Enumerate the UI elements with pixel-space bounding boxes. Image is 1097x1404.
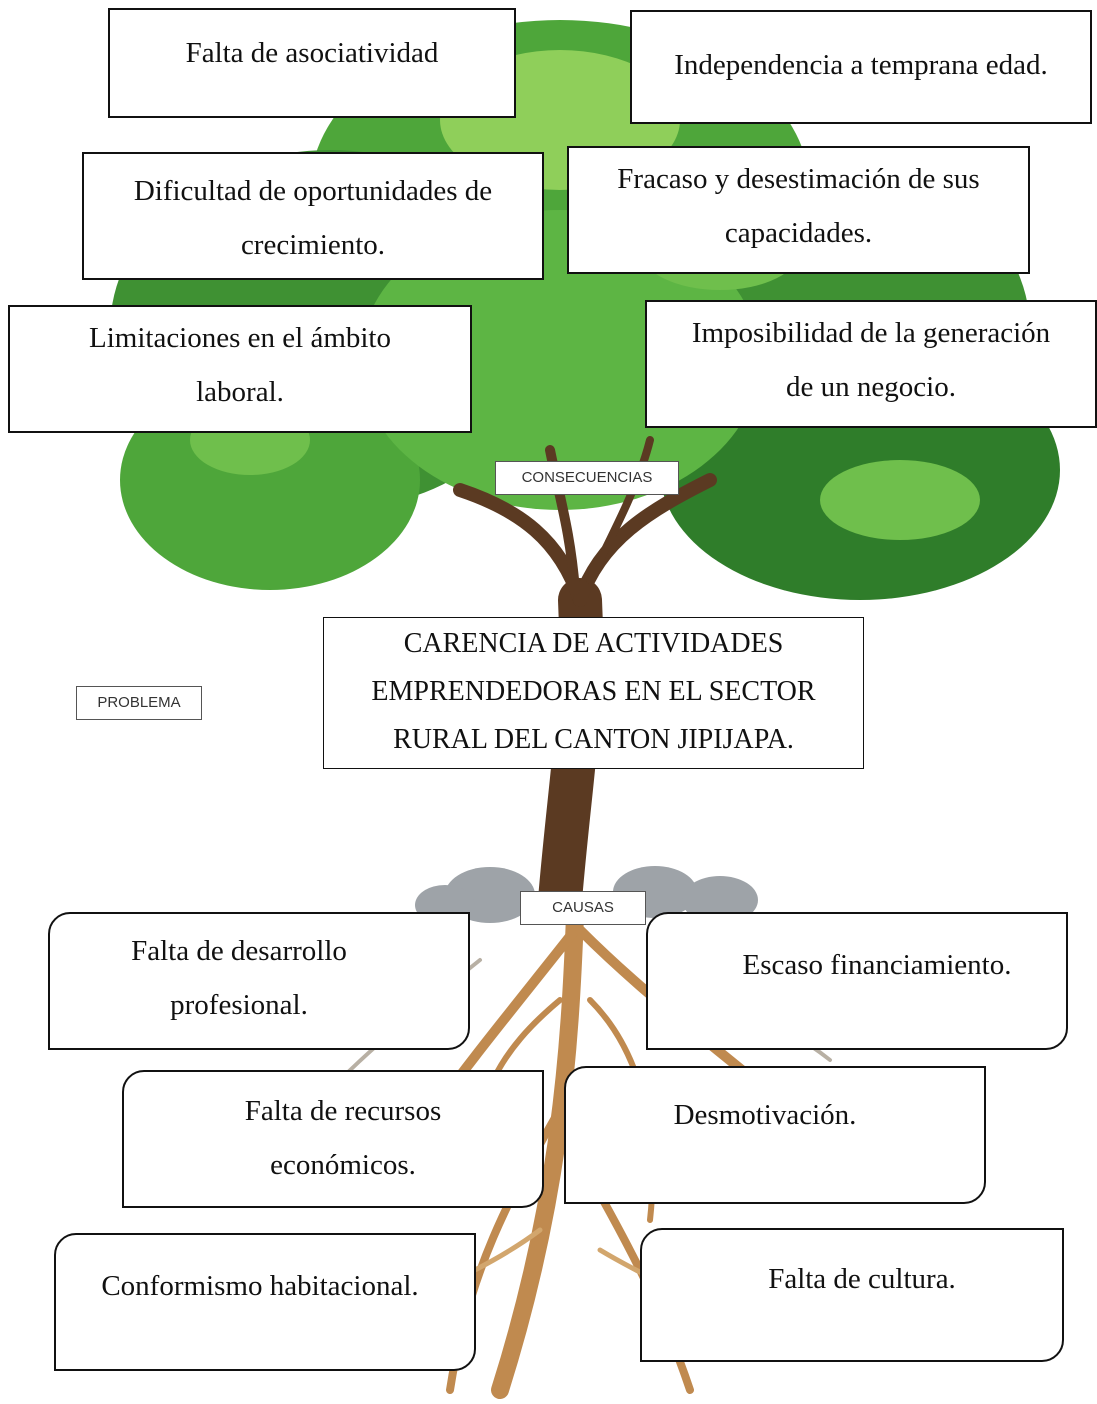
cause-6-line-1: Falta de cultura. xyxy=(768,1263,956,1295)
cause-5-line-1: Conformismo habitacional. xyxy=(101,1270,419,1302)
consequence-box-1: Falta de asociatividad xyxy=(108,8,516,118)
consequences-label: CONSECUENCIAS xyxy=(495,461,679,495)
cause-2-line-1: Escaso financiamiento. xyxy=(742,949,1012,981)
problem-line-2: EMPRENDEDORAS EN EL SECTOR xyxy=(371,676,816,707)
cause-1-line-1: Falta de desarrollo xyxy=(131,935,347,967)
consequence-box-3: Dificultad de oportunidades de crecimien… xyxy=(82,152,544,280)
consequence-box-2: Independencia a temprana edad. xyxy=(630,10,1092,124)
cause-3-line-2: económicos. xyxy=(270,1149,416,1181)
cause-box-1: Falta de desarrollo profesional. xyxy=(48,912,470,1050)
consequence-1-line-1: Falta de asociatividad xyxy=(185,37,439,69)
consequence-4-line-2: capacidades. xyxy=(724,217,873,249)
consequence-4-line-1: Fracaso y desestimación de sus xyxy=(617,163,980,195)
cause-box-6: Falta de cultura. xyxy=(640,1228,1064,1362)
causes-label: CAUSAS xyxy=(520,891,646,925)
consequence-box-6: Imposibilidad de la generación de un neg… xyxy=(645,300,1097,428)
consequence-box-4: Fracaso y desestimación de sus capacidad… xyxy=(567,146,1030,274)
cause-box-5: Conformismo habitacional. xyxy=(54,1233,476,1371)
consequence-5-line-2: laboral. xyxy=(196,376,284,408)
consequence-3-line-1: Dificultad de oportunidades de xyxy=(133,175,493,207)
cause-box-4: Desmotivación. xyxy=(564,1066,986,1204)
consequence-5-line-1: Limitaciones en el ámbito xyxy=(89,322,391,354)
problem-line-3: RURAL DEL CANTON JIPIJAPA. xyxy=(393,724,794,755)
problem-box: CARENCIA DE ACTIVIDADES EMPRENDEDORAS EN… xyxy=(323,617,864,769)
cause-1-line-2: profesional. xyxy=(170,989,308,1021)
consequence-box-5: Limitaciones en el ámbito laboral. xyxy=(8,305,472,433)
consequence-6-line-1: Imposibilidad de la generación xyxy=(691,317,1051,349)
problem-label: PROBLEMA xyxy=(76,686,202,720)
consequence-2-line-1: Independencia a temprana edad. xyxy=(674,49,1048,81)
cause-3-line-1: Falta de recursos xyxy=(244,1095,442,1127)
cause-4-line-1: Desmotivación. xyxy=(673,1099,857,1131)
cause-box-2: Escaso financiamiento. xyxy=(646,912,1068,1050)
cause-box-3: Falta de recursos económicos. xyxy=(122,1070,544,1208)
problem-line-1: CARENCIA DE ACTIVIDADES xyxy=(403,628,784,659)
consequence-6-line-2: de un negocio. xyxy=(786,371,956,403)
consequence-3-line-2: crecimiento. xyxy=(240,229,386,261)
